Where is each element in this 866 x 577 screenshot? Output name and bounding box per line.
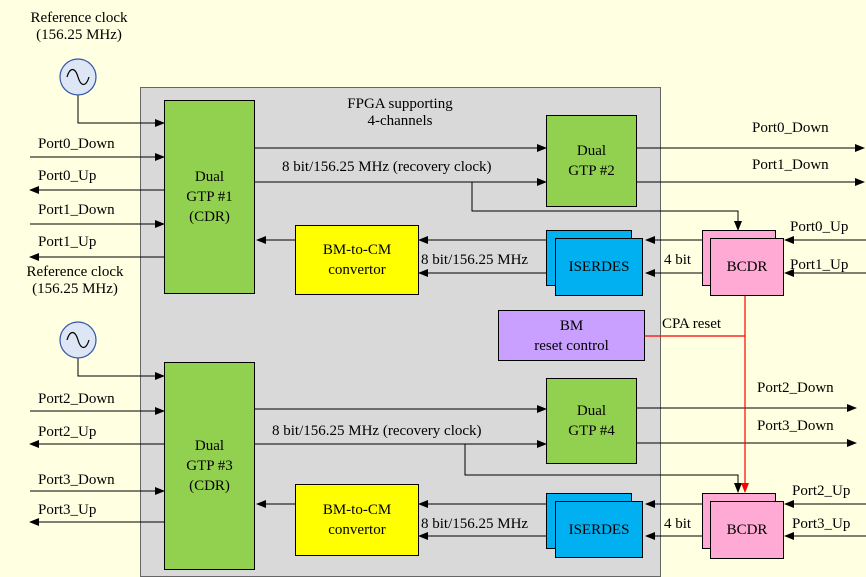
right-down-port-label: Port1_Down bbox=[752, 157, 829, 173]
right-down-port-label: Port3_Down bbox=[757, 418, 834, 434]
left-port-label: Port2_Down bbox=[38, 391, 115, 407]
right-up-port-label: Port3_Up bbox=[792, 516, 851, 532]
four-bit-label-2: 4 bit bbox=[664, 516, 692, 532]
left-port-label: Port3_Down bbox=[38, 472, 115, 488]
bm-to-cm-convertor-1: BM-to-CM convertor bbox=[295, 225, 419, 295]
ref-clock-label-2: Reference clock (156.25 MHz) bbox=[26, 264, 124, 297]
gtp2-block: Dual GTP #2 bbox=[546, 115, 637, 207]
right-up-port-label: Port2_Up bbox=[792, 483, 851, 499]
ref-clock-label-1: Reference clock (156.25 MHz) bbox=[30, 10, 128, 43]
recovery-clock-label-2: 8 bit/156.25 MHz (recovery clock) bbox=[272, 423, 482, 439]
right-down-port-label: Port2_Down bbox=[757, 380, 834, 396]
cpa-reset-label: CPA reset bbox=[662, 316, 722, 332]
bcdr-block-1: BCDR bbox=[710, 238, 784, 296]
bit-mhz-label-1: 8 bit/156.25 MHz bbox=[421, 252, 529, 268]
left-port-label: Port2_Up bbox=[38, 424, 97, 440]
right-down-port-label: Port0_Down bbox=[752, 120, 829, 136]
clock-icon bbox=[60, 322, 96, 358]
left-port-label: Port1_Up bbox=[38, 234, 97, 250]
iserdes-block-1: ISERDES bbox=[555, 238, 643, 296]
right-up-port-label: Port0_Up bbox=[790, 219, 849, 235]
left-port-label: Port1_Down bbox=[38, 202, 115, 218]
left-port-label: Port3_Up bbox=[38, 502, 97, 518]
gtp3-cdr-block: Dual GTP #3 (CDR) bbox=[164, 362, 255, 570]
bit-mhz-label-2: 8 bit/156.25 MHz bbox=[421, 516, 529, 532]
iserdes-block-2: ISERDES bbox=[555, 501, 643, 558]
recovery-clock-label-1: 8 bit/156.25 MHz (recovery clock) bbox=[282, 159, 492, 175]
gtp4-block: Dual GTP #4 bbox=[546, 378, 637, 464]
bm-to-cm-convertor-2: BM-to-CM convertor bbox=[295, 484, 419, 556]
right-up-port-label: Port1_Up bbox=[790, 257, 849, 273]
left-port-label: Port0_Up bbox=[38, 168, 97, 184]
clock-icon bbox=[60, 59, 96, 95]
four-bit-label-1: 4 bit bbox=[664, 252, 692, 268]
left-port-label: Port0_Down bbox=[38, 136, 115, 152]
fpga-title: FPGA supporting 4-channels bbox=[347, 96, 453, 129]
bcdr-block-2: BCDR bbox=[710, 501, 784, 559]
bm-reset-control: BM reset control bbox=[498, 310, 645, 361]
gtp1-cdr-block: Dual GTP #1 (CDR) bbox=[164, 100, 255, 294]
